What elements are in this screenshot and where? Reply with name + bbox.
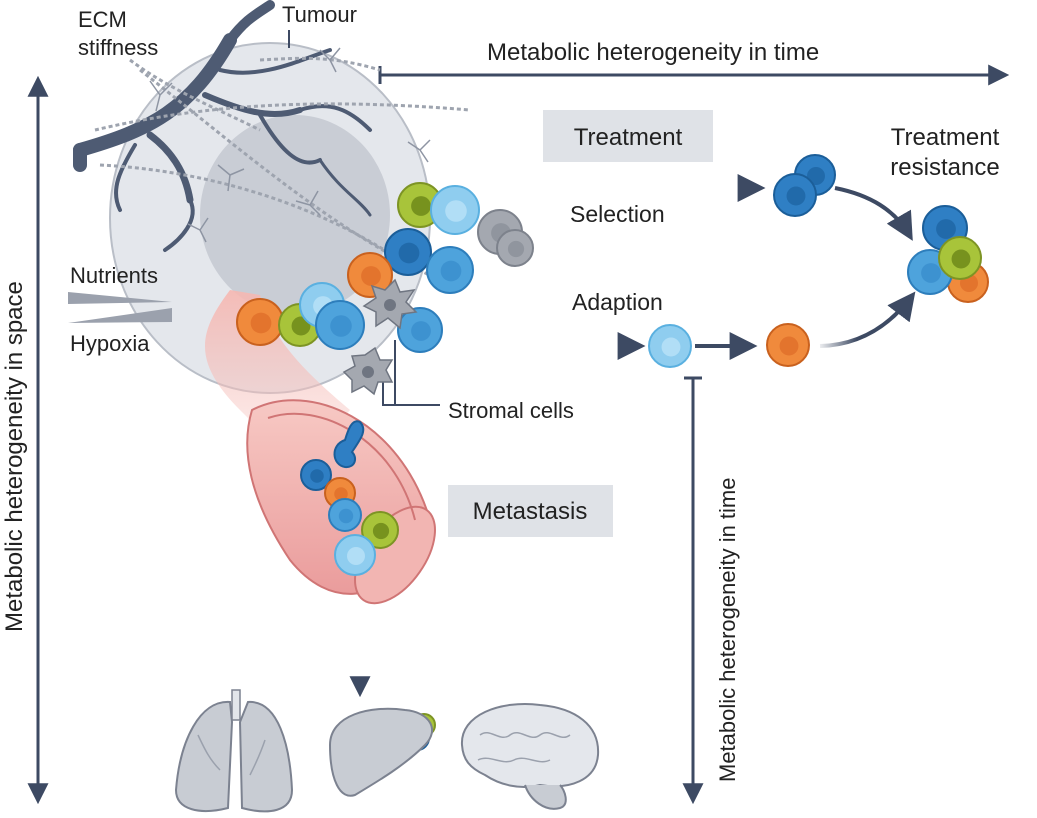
- cell-orange: [766, 323, 810, 367]
- cell-grey: [496, 229, 534, 267]
- space-axis-label: Metabolic heterogeneity in space: [1, 281, 28, 632]
- nutrients-label: Nutrients: [70, 263, 158, 288]
- cell-orange: [236, 298, 284, 346]
- liver-icon: [328, 707, 434, 797]
- ecm-label-line1: ECM: [78, 7, 127, 32]
- cell-light: [648, 324, 692, 368]
- extravasating-cell: [333, 420, 365, 469]
- time-axis-vertical-label: Metabolic heterogeneity in time: [715, 478, 740, 783]
- cell-light: [430, 185, 480, 235]
- cell-dark: [300, 459, 332, 491]
- cell-dark: [773, 173, 817, 217]
- time-axis-top-label: Metabolic heterogeneity in time: [487, 39, 819, 66]
- metastasis-box: [448, 485, 613, 537]
- stromal-cell: [362, 278, 418, 330]
- selection-to-resistance-arrow: [834, 186, 913, 241]
- cell-orange: [347, 252, 393, 298]
- cell-light: [334, 534, 376, 576]
- lungs-icon: [174, 689, 294, 813]
- adaption-to-resistance-arrow: [819, 291, 916, 348]
- tumour-vasculature: [73, 0, 372, 252]
- cell-green: [397, 182, 443, 228]
- cell-green: [938, 236, 982, 280]
- nutrients-gradient: [68, 292, 172, 304]
- adaption-label: Adaption: [572, 289, 663, 315]
- selection-label: Selection: [570, 201, 665, 227]
- treatment-label: Treatment: [574, 124, 683, 151]
- metastasis-label: Metastasis: [473, 498, 588, 525]
- treatment-box: [543, 110, 713, 162]
- cell-mid: [397, 307, 443, 353]
- cell-mid: [426, 246, 474, 294]
- hypoxia-label: Hypoxia: [70, 331, 150, 356]
- ecm-fibre-branches: [149, 47, 431, 243]
- hypoxia-gradient: [68, 308, 172, 323]
- tumour-label: Tumour: [282, 2, 357, 27]
- cell-mid: [328, 498, 362, 532]
- stromal-label: Stromal cells: [448, 398, 574, 423]
- ecm-label-line2: stiffness: [78, 35, 158, 60]
- cell-dark: [384, 228, 432, 276]
- resistance-label-line2: resistance: [890, 154, 999, 181]
- resistance-label-line1: Treatment: [891, 124, 1000, 151]
- stromal-cell: [342, 346, 394, 396]
- cell-green: [361, 511, 399, 549]
- cell-mid: [315, 300, 365, 350]
- brain-icon: [460, 703, 600, 810]
